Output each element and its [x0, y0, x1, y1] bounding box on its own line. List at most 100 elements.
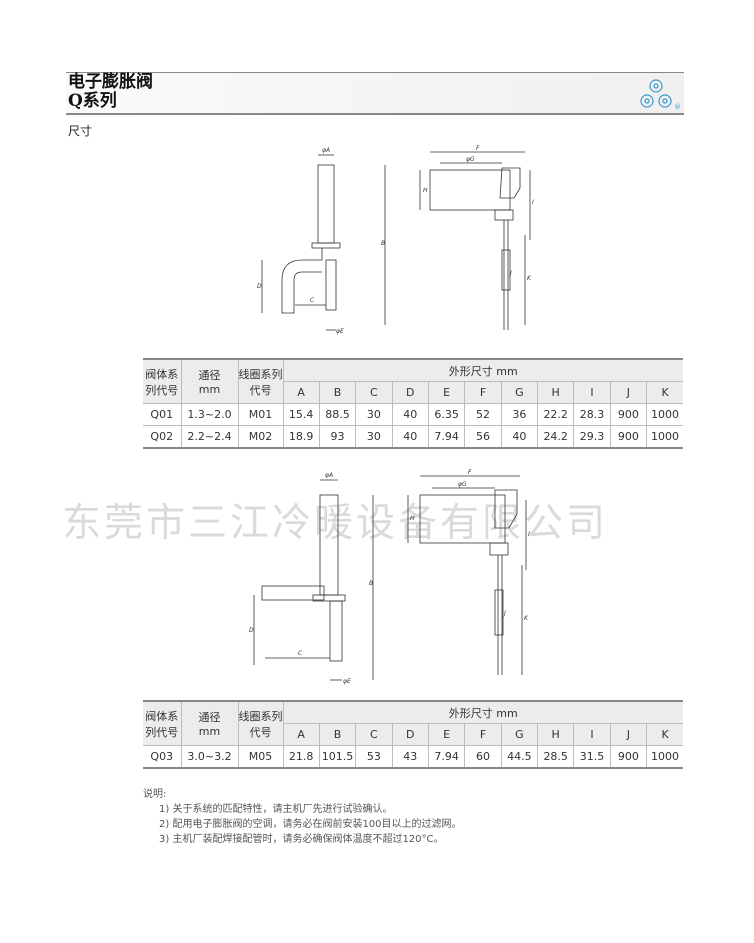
- label-c-2: C: [298, 650, 303, 657]
- table-cell: 22.2: [537, 403, 575, 426]
- notes: 说明: 1) 关于系统的匹配特性，请主机厂先进行试验确认。 2) 配用电子膨胀阀…: [143, 787, 462, 847]
- header-coil-code: 线圈系列代号: [237, 358, 284, 404]
- table-cell: 52: [464, 403, 502, 426]
- label-e-2: φE: [343, 678, 351, 685]
- column-header-g: G: [500, 381, 539, 404]
- column-header-b: B: [318, 381, 357, 404]
- table-cell: 15.4: [282, 403, 320, 426]
- table-cell: 36: [500, 403, 539, 426]
- table-cell: 56: [464, 425, 502, 449]
- label-k: K: [527, 275, 532, 282]
- table-cell: 900: [609, 403, 648, 426]
- table-cell: 40: [391, 403, 429, 426]
- table-cell: 1.3~2.0: [180, 403, 239, 426]
- column-header-d: D: [391, 381, 429, 404]
- label-a: φA: [322, 147, 330, 154]
- label-e: φE: [336, 328, 344, 335]
- table-cell: 7.94: [427, 745, 466, 769]
- drawing-q01-q02: φA B C D φE F φG H I J K: [257, 145, 534, 335]
- table-cell: 31.5: [573, 745, 611, 769]
- table-cell: 30: [355, 425, 393, 449]
- column-header-e: E: [427, 381, 466, 404]
- column-header-i: I: [573, 723, 611, 746]
- column-header-c: C: [355, 723, 393, 746]
- notes-title: 说明:: [143, 789, 167, 800]
- table-cell: 900: [609, 425, 648, 449]
- label-i: I: [532, 199, 534, 206]
- table-cell: 28.3: [573, 403, 611, 426]
- table-cell: 29.3: [573, 425, 611, 449]
- table-cell: 93: [318, 425, 357, 449]
- table-cell: 60: [464, 745, 502, 769]
- table-cell: 43: [391, 745, 429, 769]
- header-body-code: 阀体系列代号: [143, 358, 182, 404]
- table-cell: Q01: [143, 403, 182, 426]
- column-header-h: H: [537, 381, 575, 404]
- table-cell: 40: [500, 425, 539, 449]
- column-header-j: J: [609, 381, 648, 404]
- label-a-2: φA: [325, 472, 333, 479]
- table-cell: 1000: [646, 425, 683, 449]
- column-header-b: B: [318, 723, 357, 746]
- note-item: 1) 关于系统的匹配特性，请主机厂先进行试验确认。: [159, 804, 393, 815]
- drawing-q03: φA B C D φE F φG H I J K: [249, 469, 530, 685]
- table-cell: 900: [609, 745, 648, 769]
- logo: ®: [636, 78, 684, 112]
- table-cell: 18.9: [282, 425, 320, 449]
- table-cell: Q03: [143, 745, 182, 769]
- table-cell: 30: [355, 403, 393, 426]
- header-dims: 外形尺寸 mm: [282, 358, 683, 382]
- page-title: 电子膨胀阀: [68, 72, 153, 92]
- table-cell: 24.2: [537, 425, 575, 449]
- table-cell: 40: [391, 425, 429, 449]
- label-d: D: [257, 283, 262, 290]
- table-cell: 21.8: [282, 745, 320, 769]
- note-item: 3) 主机厂装配焊接配管时，请务必确保阀体温度不超过120°C。: [159, 834, 444, 845]
- label-g: φG: [466, 156, 475, 163]
- table-cell: 2.2~2.4: [180, 425, 239, 449]
- label-f-2: F: [468, 469, 472, 476]
- section-title: 尺寸: [68, 124, 93, 138]
- table-cell: 1000: [646, 403, 683, 426]
- column-header-e: E: [427, 723, 466, 746]
- label-b-2: B: [369, 580, 373, 587]
- column-header-c: C: [355, 381, 393, 404]
- header-band: [66, 72, 684, 115]
- table-cell: 7.94: [427, 425, 466, 449]
- column-header-a: A: [283, 723, 320, 746]
- column-header-k: K: [646, 723, 683, 746]
- watermark: 东莞市三江冷暖设备有限公司: [62, 501, 609, 546]
- note-item: 2) 配用电子膨胀阀的空调，请务必在阀前安装100目以上的过滤网。: [159, 819, 462, 830]
- label-j-2: J: [503, 610, 506, 617]
- table-cell: 3.0~3.2: [180, 745, 239, 769]
- table-cell: 53: [355, 745, 393, 769]
- table-cell: 6.35: [427, 403, 466, 426]
- column-header-d: D: [391, 723, 429, 746]
- header-dims: 外形尺寸 mm: [282, 700, 683, 724]
- table-cell: 88.5: [318, 403, 357, 426]
- table-cell: M02: [237, 425, 284, 449]
- table-cell: 1000: [646, 745, 683, 769]
- label-h: H: [423, 187, 428, 194]
- column-header-h: H: [537, 723, 575, 746]
- column-header-k: K: [646, 381, 683, 404]
- column-header-f: F: [464, 381, 502, 404]
- table-cell: M01: [237, 403, 284, 426]
- three-flower-logo-icon: ®: [640, 79, 681, 111]
- header-body-code: 阀体系列代号: [143, 700, 182, 746]
- label-f: F: [476, 145, 480, 152]
- label-k-2: K: [524, 615, 529, 622]
- label-h-2: H: [410, 515, 415, 522]
- column-header-g: G: [500, 723, 539, 746]
- table-cell: 44.5: [500, 745, 539, 769]
- label-d-2: D: [249, 627, 254, 634]
- column-header-j: J: [609, 723, 648, 746]
- label-g-2: φG: [458, 481, 467, 488]
